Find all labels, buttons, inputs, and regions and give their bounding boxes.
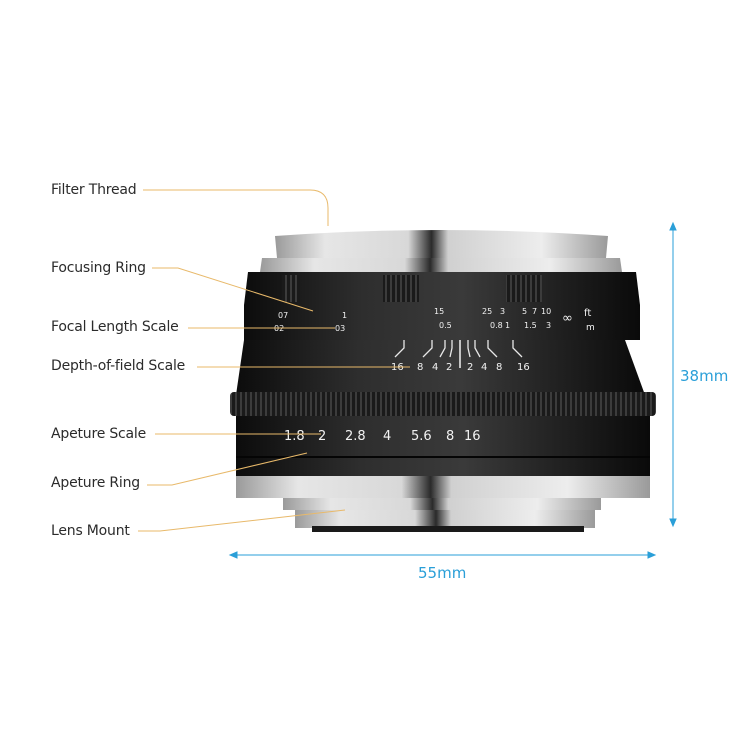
filter-thread-ring bbox=[275, 230, 608, 258]
callout-focusing-ring: Focusing Ring bbox=[51, 260, 146, 276]
svg-text:1.8: 1.8 bbox=[284, 429, 305, 444]
callout-lens-mount: Lens Mount bbox=[51, 523, 130, 539]
svg-text:2: 2 bbox=[318, 429, 326, 444]
callout-focal-length-scale: Focal Length Scale bbox=[51, 319, 179, 335]
dimension-width-label: 55mm bbox=[418, 564, 467, 582]
svg-text:2.8: 2.8 bbox=[345, 429, 366, 444]
svg-text:5.6: 5.6 bbox=[411, 429, 432, 444]
svg-text:7: 7 bbox=[532, 307, 537, 316]
svg-text:16: 16 bbox=[464, 429, 481, 444]
lens-mount-flange bbox=[295, 510, 595, 528]
svg-text:3: 3 bbox=[546, 321, 551, 330]
callout-apeture-ring: Apeture Ring bbox=[51, 475, 140, 491]
svg-text:3: 3 bbox=[500, 307, 505, 316]
callout-line-focusing-ring bbox=[152, 267, 314, 312]
svg-text:∞: ∞ bbox=[562, 311, 573, 326]
callout-depth-of-field-scale: Depth-of-field Scale bbox=[51, 358, 186, 374]
svg-text:15: 15 bbox=[434, 307, 444, 316]
svg-text:0.5: 0.5 bbox=[439, 321, 452, 330]
svg-text:8: 8 bbox=[446, 429, 454, 444]
svg-text:4: 4 bbox=[432, 362, 438, 373]
svg-text:25: 25 bbox=[482, 307, 492, 316]
lens-barrel bbox=[236, 340, 645, 395]
callout-lines bbox=[138, 189, 410, 532]
callout-line-apeture-ring bbox=[147, 452, 308, 486]
svg-text:5: 5 bbox=[522, 307, 527, 316]
svg-text:07: 07 bbox=[278, 311, 288, 320]
svg-text:1.5: 1.5 bbox=[524, 321, 537, 330]
svg-text:1: 1 bbox=[505, 321, 510, 330]
svg-text:16: 16 bbox=[517, 362, 530, 373]
svg-text:03: 03 bbox=[335, 324, 345, 333]
svg-text:0.8: 0.8 bbox=[490, 321, 503, 330]
callout-apeture-scale: Apeture Scale bbox=[51, 426, 147, 442]
svg-text:1: 1 bbox=[342, 311, 347, 320]
dimension-height-label: 38mm bbox=[680, 367, 729, 385]
svg-text:ft: ft bbox=[584, 308, 591, 319]
svg-text:2: 2 bbox=[467, 362, 473, 373]
svg-text:m: m bbox=[586, 323, 595, 333]
svg-text:2: 2 bbox=[446, 362, 452, 373]
callout-line-lens-mount bbox=[138, 509, 346, 532]
svg-text:4: 4 bbox=[481, 362, 487, 373]
callout-filter-thread: Filter Thread bbox=[51, 182, 137, 198]
focusing-ring-grip bbox=[244, 272, 640, 305]
aperture-knurl bbox=[230, 392, 656, 416]
callout-line-filter-thread bbox=[143, 189, 329, 226]
svg-text:8: 8 bbox=[496, 362, 502, 373]
svg-text:4: 4 bbox=[383, 429, 391, 444]
svg-text:8: 8 bbox=[417, 362, 423, 373]
dimension-lines bbox=[228, 221, 677, 559]
svg-text:10: 10 bbox=[541, 307, 551, 316]
